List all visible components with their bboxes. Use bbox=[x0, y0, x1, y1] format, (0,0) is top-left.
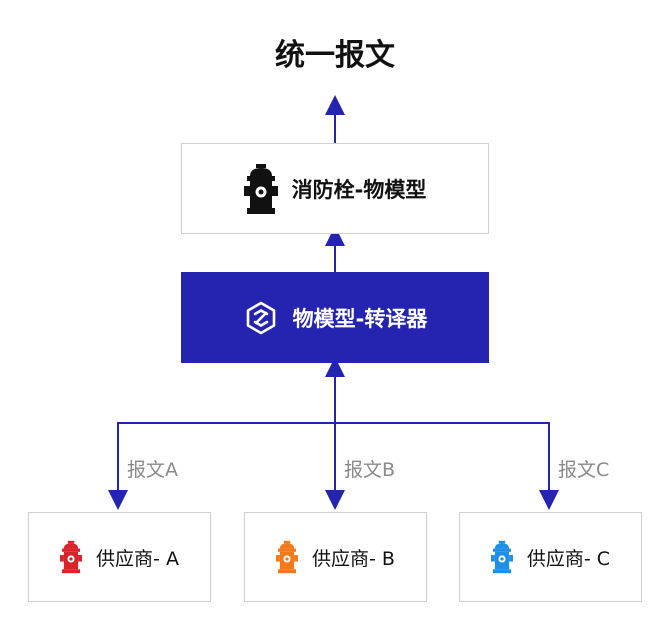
fire-hydrant-icon bbox=[243, 163, 278, 214]
message-label-b: 报文B bbox=[344, 459, 396, 481]
model-box: 消防栓-物模型 bbox=[181, 143, 489, 234]
supplier-box-a: 供应商- A bbox=[28, 512, 211, 602]
translator-logo-icon bbox=[243, 300, 279, 336]
supplier-label-b: 供应商- B bbox=[312, 547, 395, 570]
supplier-box-c: 供应商- C bbox=[459, 512, 642, 602]
model-box-label: 消防栓-物模型 bbox=[291, 177, 427, 202]
fire-hydrant-icon bbox=[276, 540, 299, 574]
diagram-title: 统一报文 bbox=[275, 38, 395, 73]
fire-hydrant-icon bbox=[60, 540, 83, 574]
supplier-label-a: 供应商- A bbox=[96, 547, 179, 570]
translator-box: 物模型-转译器 bbox=[181, 272, 489, 363]
fire-hydrant-icon bbox=[490, 540, 513, 574]
message-label-a: 报文A bbox=[127, 459, 178, 481]
translator-box-label: 物模型-转译器 bbox=[292, 306, 428, 331]
branch-line-c bbox=[335, 422, 559, 510]
branch-line-a bbox=[108, 422, 335, 510]
message-label-c: 报文C bbox=[558, 459, 610, 481]
supplier-box-b: 供应商- B bbox=[244, 512, 427, 602]
supplier-label-c: 供应商- C bbox=[526, 547, 611, 570]
